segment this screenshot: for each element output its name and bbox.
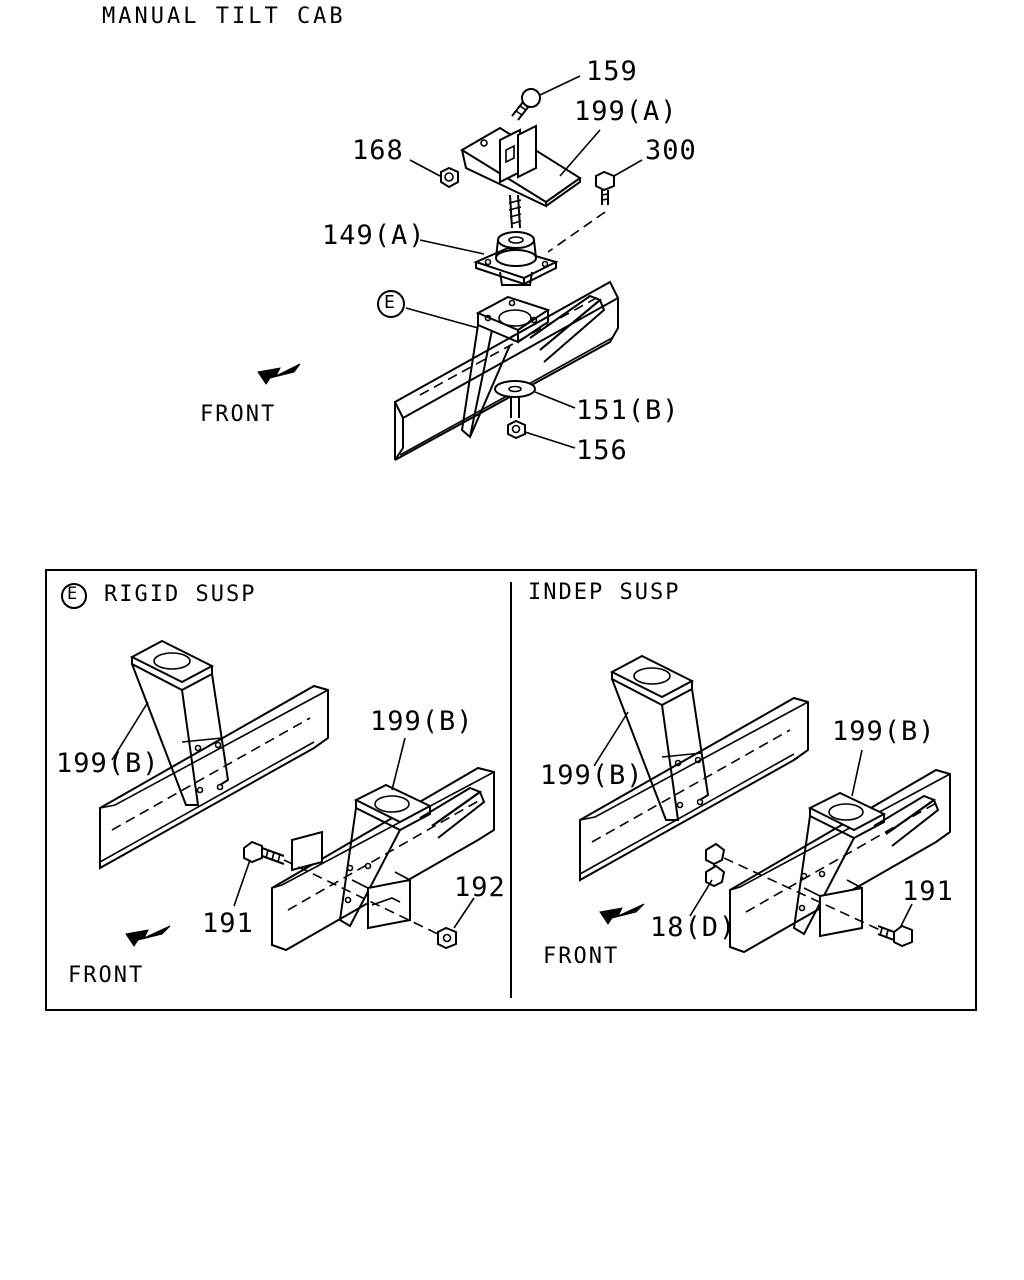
- upper-bracket: [460, 124, 582, 229]
- callout-149a: 149(A): [322, 220, 426, 251]
- leader-lines: [405, 75, 643, 449]
- bolt-300: [547, 170, 615, 253]
- marker-e-circle: [377, 290, 405, 318]
- washer-151b: [494, 380, 536, 418]
- rigid-callout-191: 191: [202, 908, 254, 939]
- callout-e-letter: E: [384, 292, 395, 313]
- rigid-front-label: FRONT: [68, 963, 145, 988]
- callout-151b: 151(B): [576, 395, 680, 426]
- nut-156: [507, 419, 526, 440]
- rigid-susp-heading: RIGID SUSP: [104, 582, 257, 607]
- indep-front-label: FRONT: [543, 944, 620, 969]
- top-assembly: [257, 75, 643, 461]
- front-label: FRONT: [200, 402, 277, 427]
- indep-front-arrow-icon: [599, 903, 645, 925]
- indep-callout-199b-left: 199(B): [540, 760, 644, 791]
- rigid-susp-art: [99, 639, 495, 952]
- indep-susp-art: [579, 654, 951, 954]
- diagram-title: MANUAL TILT CAB: [102, 4, 346, 29]
- inset-marker-e-letter: E: [67, 584, 78, 604]
- indep-callout-191: 191: [902, 876, 954, 907]
- front-arrow-icon: [257, 363, 301, 385]
- inset-frame: [45, 569, 977, 1011]
- pin-159: [511, 88, 541, 121]
- rigid-callout-199b-right: 199(B): [370, 706, 474, 737]
- indep-susp-heading: INDEP SUSP: [528, 580, 681, 605]
- callout-159: 159: [586, 56, 638, 87]
- mount-rubber: [473, 231, 559, 286]
- bracket-e: [460, 294, 606, 439]
- rigid-callout-192: 192: [454, 872, 506, 903]
- callout-156: 156: [576, 435, 628, 466]
- callout-300: 300: [645, 135, 697, 166]
- callout-168: 168: [352, 135, 404, 166]
- inset-marker-e-circle: [61, 583, 87, 609]
- indep-callout-199b-right: 199(B): [832, 716, 936, 747]
- rigid-callout-199b-left: 199(B): [56, 748, 160, 779]
- indep-callout-18d: 18(D): [650, 912, 737, 943]
- nut-168: [440, 166, 459, 189]
- callout-199a: 199(A): [574, 96, 678, 127]
- rigid-front-arrow-icon: [125, 925, 171, 947]
